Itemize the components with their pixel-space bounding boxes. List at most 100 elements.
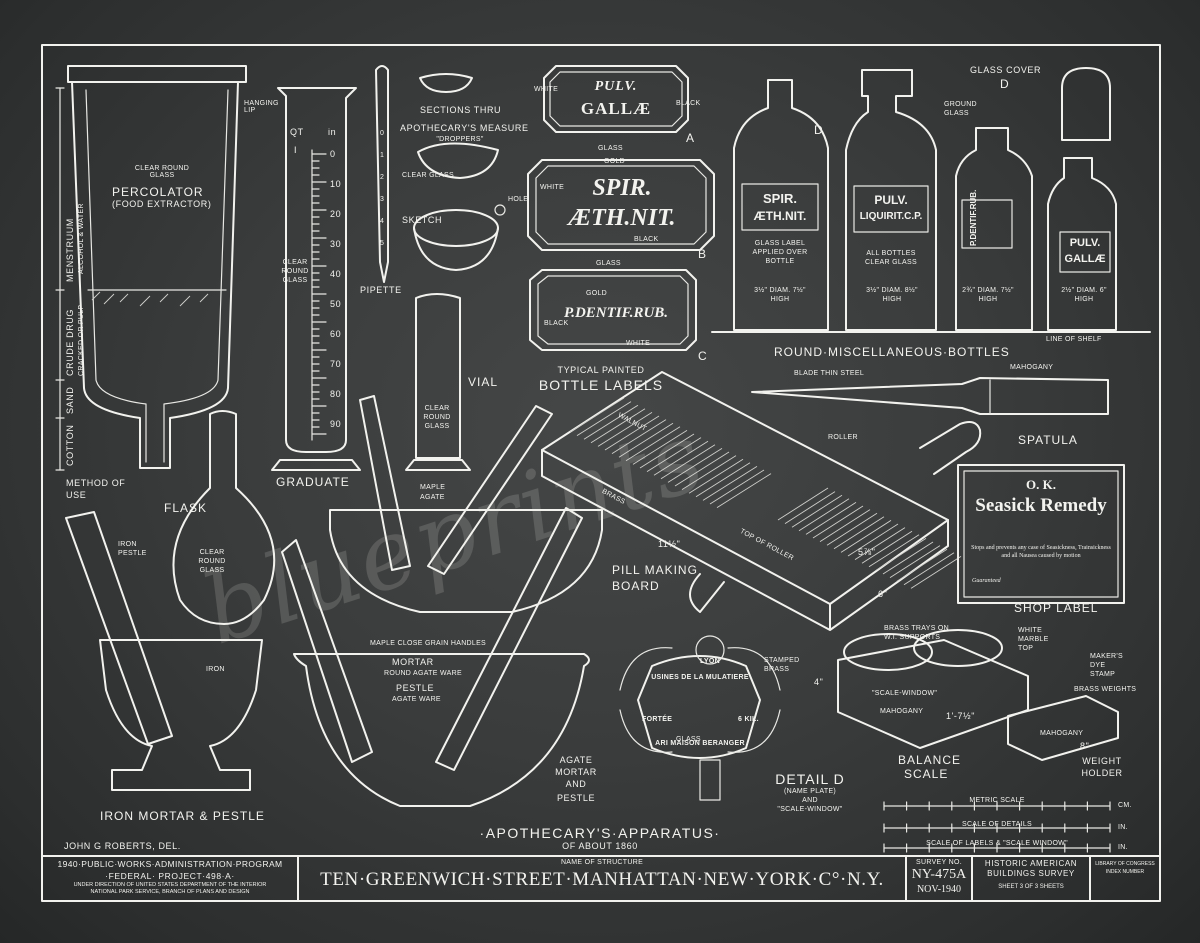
bottle-1-top: SPIR.: [763, 191, 797, 206]
board-rib: [576, 401, 632, 436]
scale-bars: [883, 801, 1111, 853]
holder-mahogany-label: MAHOGANY: [1040, 730, 1084, 737]
name-of-structure-label: NAME OF STRUCTURE: [560, 859, 644, 866]
bottle-4-top: PULV.: [1069, 237, 1101, 249]
board-rib: [791, 494, 843, 528]
sand-label: SAND: [65, 386, 75, 414]
dim-1-7-label: 1'-7½": [946, 711, 976, 721]
pipette-number: 4: [380, 218, 385, 225]
board-rib: [847, 523, 899, 557]
shop-label-ok: O. K.: [1026, 477, 1056, 492]
cover-d-letter: D: [1000, 77, 1010, 91]
label-b-black: BLACK: [634, 236, 659, 243]
iron-label: IRON: [206, 666, 225, 673]
bottle-2-note: ALL BOTTLES CLEAR GLASS: [865, 250, 917, 266]
dim-5-label: 5⅞": [858, 547, 876, 557]
spatula-label: SPATULA: [1018, 433, 1078, 447]
graduate-number: 40: [330, 269, 342, 279]
iron-pestle-label: IRON PESTLE: [118, 541, 147, 558]
flask-drawing: [172, 410, 276, 625]
survey-date: NOV-1940: [916, 884, 962, 895]
bottle-1-bottom: ÆTH.NIT.: [753, 209, 807, 223]
board-rib: [812, 505, 864, 539]
graduate-number: 20: [330, 209, 342, 219]
label-b-letter: B: [698, 247, 708, 261]
shop-label-drawing: [957, 464, 1125, 604]
habs-line-1: HISTORIC AMERICAN: [984, 859, 1078, 868]
balance-label: BALANCE: [898, 753, 962, 767]
cm-unit: CM.: [1118, 802, 1132, 809]
board-rib: [882, 541, 934, 575]
nps-label: NATIONAL PARK SERVICE, BRANCH OF PLANS A…: [90, 889, 250, 895]
graduate-number: 80: [330, 389, 342, 399]
survey-no-label: SURVEY NO.: [916, 859, 962, 866]
graduate-number: 0: [330, 149, 336, 159]
shop-label-guaranteed: Guaranteed: [972, 578, 1001, 584]
label-b-top: SPIR.: [592, 175, 652, 201]
graduate-qt-label: QT: [290, 127, 304, 137]
and-label: AND: [802, 797, 818, 804]
board-rib: [840, 520, 892, 553]
name-plate-drawing: [619, 635, 781, 801]
pipette-label: PIPETTE: [360, 285, 402, 295]
board-rib: [903, 552, 955, 586]
survey-number: NY-475A: [911, 867, 967, 882]
structure-name: TEN·GREENWICH·STREET·MANHATTAN·NEW·YORK·…: [320, 869, 884, 890]
label-a-letter: A: [686, 131, 696, 145]
pestle-label: PESTLE: [396, 683, 435, 693]
menstruum-label: MENSTRUUM: [65, 218, 75, 282]
percolator-label: PERCOLATOR: [112, 185, 204, 199]
board-rib: [868, 534, 920, 568]
board-rib: [910, 556, 962, 589]
scale-labels-label: SCALE OF LABELS & "SCALE WINDOW": [926, 840, 1068, 847]
method-of-use-label: METHOD OF USE: [66, 478, 126, 500]
board-rib: [632, 430, 688, 465]
vial-label: VIAL: [468, 375, 499, 389]
board-rib: [688, 458, 744, 494]
agate-label: AGATE: [420, 494, 445, 501]
scale-details-label: SCALE OF DETAILS: [961, 821, 1033, 828]
board-rib: [854, 527, 906, 560]
board-rib: [681, 455, 737, 490]
board-label: BOARD: [612, 579, 660, 593]
mortar-label: MORTAR: [392, 657, 434, 667]
alcohol-water-label: ALCOHOL & WATER: [78, 203, 85, 274]
flask-label: FLASK: [164, 501, 208, 515]
dim-11-label: 11½": [658, 539, 681, 549]
pipette-drawing: [375, 65, 389, 283]
label-b-bottom: ÆTH.NIT.: [568, 205, 676, 231]
metric-scale-label: METRIC SCALE: [969, 797, 1025, 804]
balance-mahogany-label: MAHOGANY: [880, 708, 924, 715]
board-rib: [833, 516, 885, 550]
graduate-number: 10: [330, 179, 342, 189]
hanging-lip-label: HANGING LIP: [244, 100, 279, 114]
drawing-subtitle: OF ABOUT 1860: [562, 841, 638, 851]
bottle-4-dim: 2½" DIAM. 6" HIGH: [1061, 287, 1107, 304]
spatula-drawing: [751, 377, 1109, 415]
plate-kil-text: 6 KIL.: [738, 716, 759, 723]
board-rib: [569, 397, 625, 433]
food-extractor-label: (FOOD EXTRACTOR): [112, 199, 212, 209]
scale-window-label: "SCALE-WINDOW": [777, 806, 843, 813]
board-rib: [653, 440, 709, 476]
typical-painted-label: TYPICAL PAINTED: [557, 365, 645, 375]
label-a-black: BLACK: [676, 100, 701, 107]
flask-glass-label: CLEAR ROUND GLASS: [198, 549, 226, 575]
board-rib: [639, 433, 695, 469]
board-rib: [861, 530, 913, 564]
graduate-number: 30: [330, 239, 342, 249]
shop-label-title: Seasick Remedy: [975, 495, 1107, 516]
white-marble-label: WHITE MARBLE TOP: [1018, 627, 1049, 653]
maple-label: MAPLE: [420, 484, 446, 491]
label-a-gold: GOLD: [604, 158, 626, 165]
graduate-i-label: I: [294, 145, 298, 155]
agate-ware-label: AGATE WARE: [392, 696, 441, 703]
graduate-number: 50: [330, 299, 342, 309]
board-rib: [805, 502, 857, 535]
board-rib: [667, 448, 723, 483]
stamped-brass-label: STAMPED BRASS: [764, 657, 800, 674]
dim-8-label: 8": [1080, 741, 1090, 751]
loc-line-1: LIBRARY OF CONGRESS: [1095, 861, 1155, 867]
